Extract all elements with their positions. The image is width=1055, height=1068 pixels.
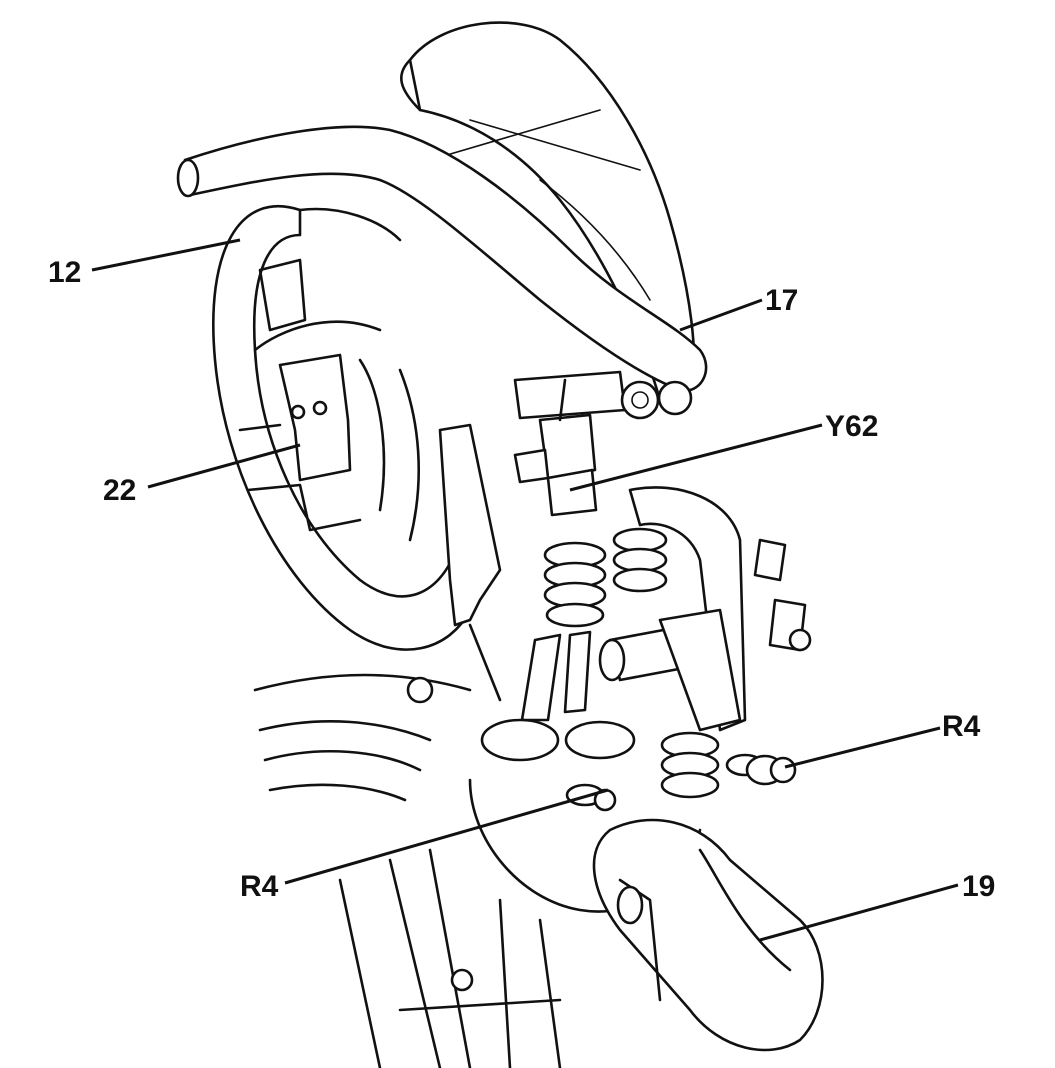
callout-17: 17	[765, 284, 798, 317]
intake-housing	[400, 21, 696, 402]
pipe-17	[176, 125, 708, 420]
injector-y62	[513, 378, 598, 517]
callout-y62: Y62	[825, 410, 878, 443]
cylinder-head	[253, 673, 702, 1068]
callout-r4-left: R4	[240, 870, 279, 903]
callout-12: 12	[48, 256, 81, 289]
strut	[438, 423, 502, 702]
valve-springs	[520, 527, 668, 722]
pipe-19	[592, 818, 824, 1052]
lower-springs	[565, 731, 797, 812]
callout-22: 22	[103, 474, 136, 507]
callout-labels: 12 17 22 Y62 R4 R4 19	[48, 256, 995, 903]
rocker-assembly	[598, 486, 812, 732]
callout-r4-right: R4	[942, 710, 981, 743]
bracket-22	[238, 258, 420, 542]
callout-leaders	[91, 238, 959, 942]
callout-19: 19	[962, 870, 995, 903]
